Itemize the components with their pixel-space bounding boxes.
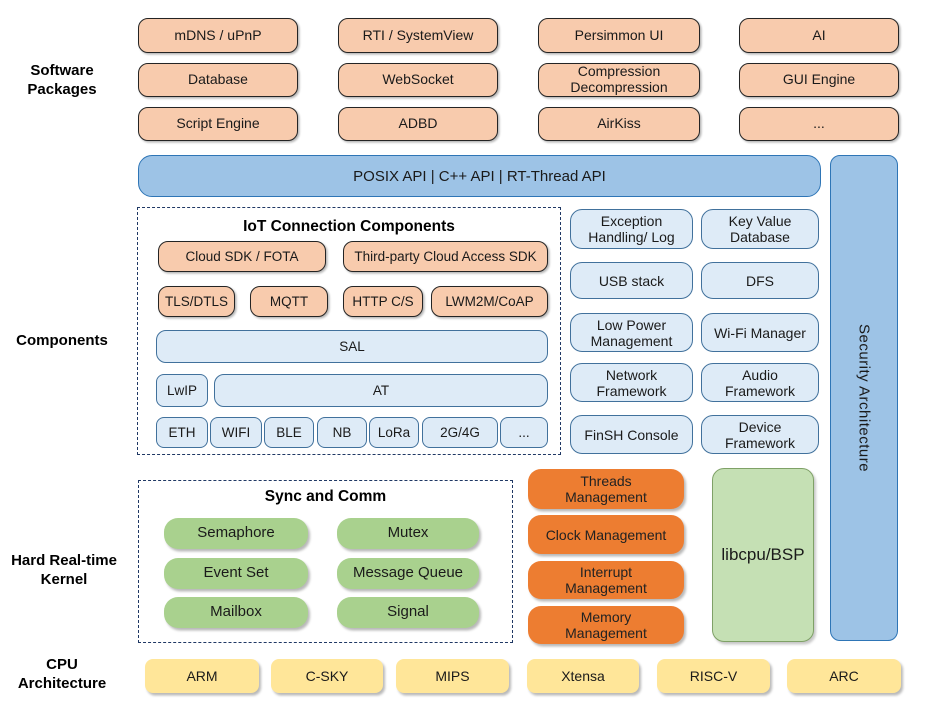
iot-box-lwip: LwIP: [156, 374, 208, 407]
kernel-box-threads-management: Threads Management: [528, 469, 684, 509]
service-box-exception-handling-log: Exception Handling/ Log: [570, 209, 693, 249]
iot-box-2g4g: 2G/4G: [422, 417, 498, 448]
package-box-gui-engine: GUI Engine: [739, 63, 899, 97]
iot-box-lwm2m-coap: LWM2M/CoAP: [431, 286, 548, 317]
kernel-box-memory-management: Memory Management: [528, 606, 684, 644]
section-label-components: Components: [16, 331, 108, 349]
package-box-websocket: WebSocket: [338, 63, 498, 97]
api-layer-bar: POSIX API | C++ API | RT-Thread API: [138, 155, 821, 197]
package-box-more: ...: [739, 107, 899, 141]
service-box-audio-framework: Audio Framework: [701, 363, 819, 402]
service-box-key-value-database: Key Value Database: [701, 209, 819, 249]
kernel-box-event-set: Event Set: [164, 558, 308, 589]
section-label-software-packages: Software Packages: [27, 62, 97, 98]
kernel-box-interrupt-management: Interrupt Management: [528, 561, 684, 599]
package-box-mdns-upnp: mDNS / uPnP: [138, 18, 298, 53]
service-box-dfs: DFS: [701, 262, 819, 299]
cpu-box-arc: ARC: [787, 659, 901, 693]
cpu-box-arm: ARM: [145, 659, 259, 693]
iot-box-at: AT: [214, 374, 548, 407]
kernel-box-clock-management: Clock Management: [528, 515, 684, 554]
iot-box-sal: SAL: [156, 330, 548, 363]
service-box-device-framework: Device Framework: [701, 415, 819, 454]
package-box-adbd: ADBD: [338, 107, 498, 141]
package-box-database: Database: [138, 63, 298, 97]
kernel-box-signal: Signal: [337, 597, 479, 628]
iot-box-lora: LoRa: [369, 417, 419, 448]
package-box-airkiss: AirKiss: [538, 107, 700, 141]
kernel-box-message-queue: Message Queue: [337, 558, 479, 589]
cpu-box-csky: C-SKY: [271, 659, 383, 693]
section-label-cpu: CPU Architecture: [17, 656, 107, 692]
iot-box-ble: BLE: [264, 417, 314, 448]
service-box-network-framework: Network Framework: [570, 363, 693, 402]
security-architecture-bar: Security Architecture: [830, 155, 898, 641]
cpu-box-xtensa: Xtensa: [527, 659, 639, 693]
sync-and-comm-group: [138, 480, 513, 643]
cpu-box-mips: MIPS: [396, 659, 509, 693]
iot-box-wifi: WIFI: [210, 417, 262, 448]
kernel-box-mutex: Mutex: [337, 518, 479, 549]
security-architecture-label: Security Architecture: [855, 323, 873, 473]
package-box-rti-systemview: RTI / SystemView: [338, 18, 498, 53]
package-box-compression: Compression Decompression: [538, 63, 700, 97]
iot-group-title: IoT Connection Components: [243, 218, 455, 235]
sync-and-comm-title: Sync and Comm: [264, 488, 387, 505]
package-box-persimmon-ui: Persimmon UI: [538, 18, 700, 53]
iot-box-mqtt: MQTT: [250, 286, 328, 317]
iot-box-eth: ETH: [156, 417, 208, 448]
iot-box-third-party-cloud: Third-party Cloud Access SDK: [343, 241, 548, 272]
iot-connection-components-group: [137, 207, 561, 455]
iot-box-http-cs: HTTP C/S: [343, 286, 423, 317]
package-box-ai: AI: [739, 18, 899, 53]
libcpu-bsp-box: libcpu/BSP: [712, 468, 814, 642]
iot-box-tls-dtls: TLS/DTLS: [158, 286, 235, 317]
iot-box-more: ...: [500, 417, 548, 448]
service-box-low-power-management: Low Power Management: [570, 313, 693, 352]
service-box-usb-stack: USB stack: [570, 262, 693, 299]
section-label-kernel: Hard Real-time Kernel: [11, 552, 117, 588]
iot-box-cloud-sdk-fota: Cloud SDK / FOTA: [158, 241, 326, 272]
service-box-finsh-console: FinSH Console: [570, 415, 693, 454]
service-box-wifi-manager: Wi-Fi Manager: [701, 313, 819, 352]
kernel-box-mailbox: Mailbox: [164, 597, 308, 628]
iot-box-nb: NB: [317, 417, 367, 448]
package-box-script-engine: Script Engine: [138, 107, 298, 141]
kernel-box-semaphore: Semaphore: [164, 518, 308, 549]
cpu-box-riscv: RISC-V: [657, 659, 770, 693]
